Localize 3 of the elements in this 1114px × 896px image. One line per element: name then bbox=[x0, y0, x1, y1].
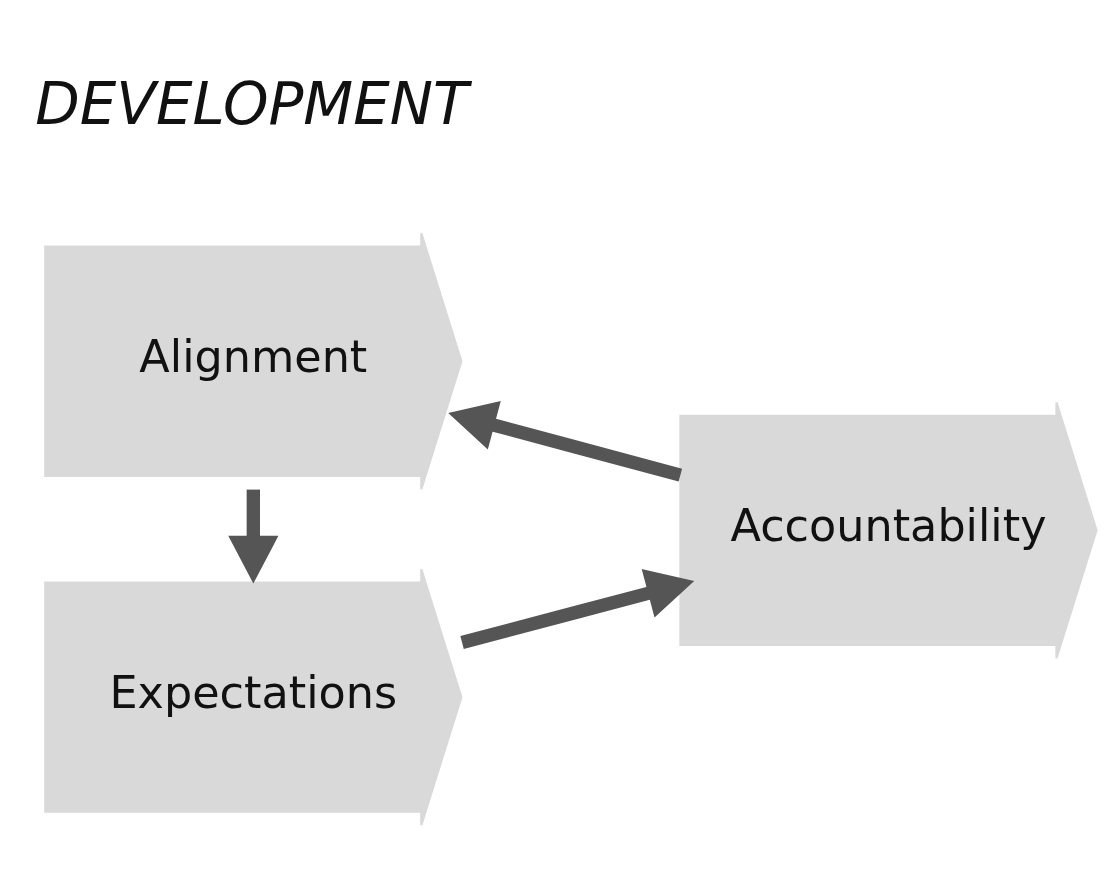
arrow bbox=[460, 569, 695, 649]
arrow bbox=[228, 489, 279, 584]
arrow bbox=[448, 401, 683, 482]
